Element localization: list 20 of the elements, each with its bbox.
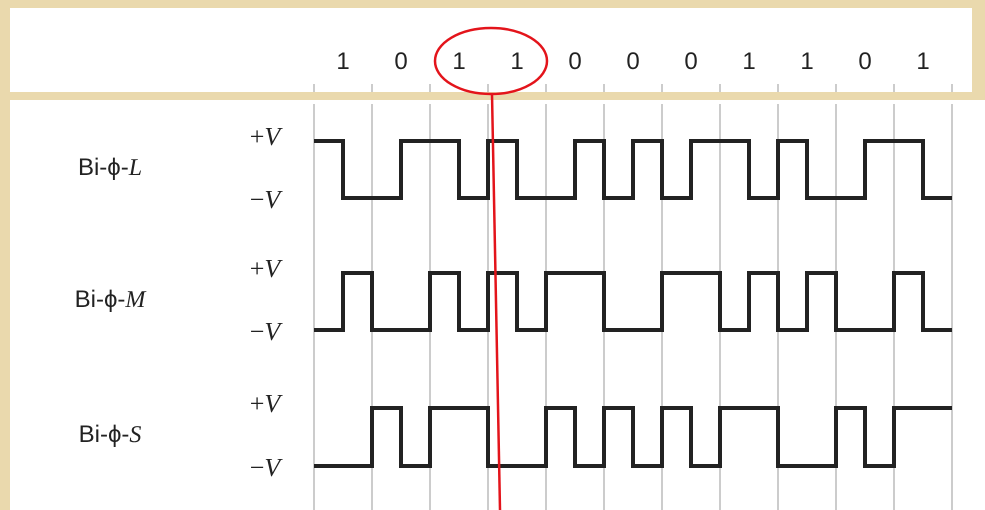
bit-value: 1 — [800, 48, 814, 76]
level-label: +V — [250, 389, 280, 419]
bit-value: 0 — [626, 48, 640, 76]
encoding-name: Bi-ϕ-L — [78, 154, 142, 182]
level-label: −V — [250, 185, 280, 215]
encoding-name: Bi-ϕ-S — [78, 421, 142, 449]
level-label: −V — [250, 453, 280, 483]
bit-value: 0 — [684, 48, 698, 76]
bit-value: 1 — [742, 48, 756, 76]
bit-value: 1 — [336, 48, 350, 76]
bit-value: 1 — [916, 48, 930, 76]
level-label: +V — [250, 254, 280, 284]
level-label: +V — [250, 122, 280, 152]
level-label: −V — [250, 317, 280, 347]
bit-value: 1 — [510, 48, 524, 76]
encoding-name: Bi-ϕ-M — [74, 286, 146, 314]
bit-value: 1 — [452, 48, 466, 76]
bit-value: 0 — [568, 48, 582, 76]
bit-value: 0 — [394, 48, 408, 76]
bit-value: 0 — [858, 48, 872, 76]
